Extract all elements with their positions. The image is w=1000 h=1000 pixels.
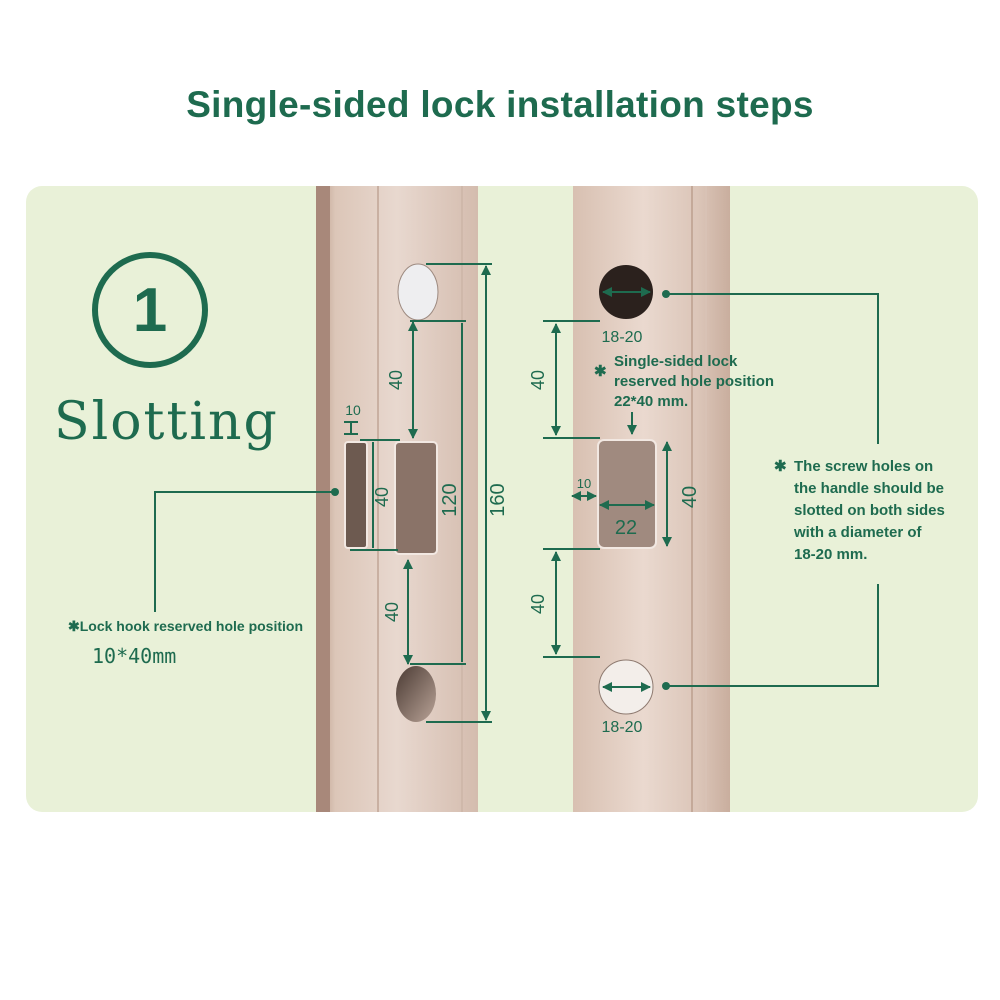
right-slot-height-label: 40: [679, 486, 701, 508]
right-lock-slot: [597, 439, 657, 549]
lock-hook-slot: [344, 441, 368, 549]
screw-hole-line-1: The screw holes on: [794, 458, 934, 475]
right-slot-width-label: 22: [615, 517, 637, 539]
screw-hole-line-4: with a diameter of: [794, 524, 922, 541]
lock-hook-size: 10*40mm: [92, 644, 177, 668]
left-inner-span-label: 120: [439, 483, 461, 516]
left-top-gap-label: 40: [386, 370, 406, 390]
left-bottom-screw-hole: [396, 666, 436, 722]
page-title: Single-sided lock installation steps: [186, 84, 814, 125]
step-number: 1: [132, 275, 168, 345]
lock-hook-note: ✱Lock hook reserved hole position: [68, 618, 303, 635]
asterisk-icon: ✱: [774, 458, 787, 475]
right-bottom-hole-dia-label: 18-20: [602, 719, 643, 736]
step-number-badge: 1: [92, 252, 208, 368]
asterisk-icon: ✱: [594, 363, 607, 380]
lock-hook-note-text: Lock hook reserved hole position: [79, 618, 304, 634]
reserved-hole-note: ✱ Single-sided lock reserved hole positi…: [594, 352, 774, 412]
screw-hole-line-3: slotted on both sides: [794, 502, 945, 519]
left-lock-slot: [394, 441, 438, 555]
screw-hole-line-2: the handle should be: [794, 480, 945, 497]
reserved-hole-line-2: reserved hole position: [614, 373, 775, 390]
reserved-hole-line-1: Single-sided lock: [614, 353, 738, 370]
right-top-hole-dia-label: 18-20: [602, 329, 643, 346]
left-bottom-gap-label: 40: [382, 602, 402, 622]
right-bottom-gap-label: 40: [528, 594, 548, 614]
left-total-span-label: 160: [487, 483, 509, 516]
left-top-screw-hole: [397, 263, 439, 321]
step-label: Slotting: [54, 392, 279, 452]
reserved-hole-line-3: 22*40 mm.: [614, 393, 689, 410]
screw-hole-note: ✱ The screw holes on the handle should b…: [774, 456, 945, 566]
screw-hole-line-5: 18-20 mm.: [794, 546, 868, 563]
left-slot-height-label: 40: [372, 487, 392, 507]
asterisk-icon: ✱: [68, 618, 80, 634]
right-top-gap-label: 40: [528, 370, 548, 390]
left-slot-width-label: 10: [345, 402, 361, 418]
right-slot-offset-label: 10: [577, 476, 591, 491]
